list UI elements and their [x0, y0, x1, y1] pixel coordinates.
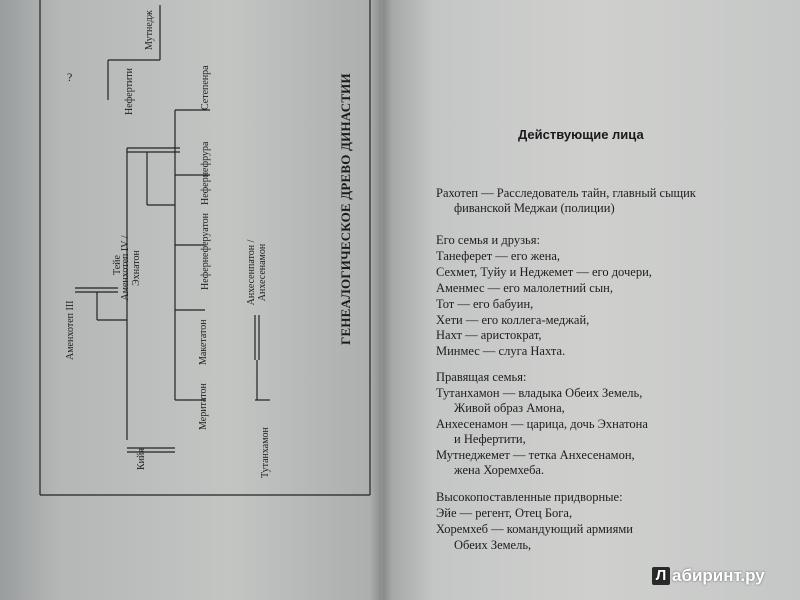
cast-line: Эйе — регент, Отец Бога, [436, 506, 573, 520]
section-label: Его семья и друзья: [436, 233, 540, 247]
right-page [383, 0, 800, 600]
cast-line: и Нефертити, [454, 432, 526, 446]
tree-label-setepenre: Сетепенра [200, 65, 211, 110]
tree-label-ankhesenamun: Анхесенпатон / Анхесенамон [246, 239, 268, 306]
tree-label-unknown: ? [67, 70, 73, 84]
tree-label-amenhotep3: Аменхотеп III [65, 300, 76, 360]
cast-line: Живой образ Амона, [454, 401, 565, 415]
tree-label-mutnedjmet: Мутнедж [144, 10, 155, 50]
tree-label-akhenaten: Аменхотеп IV / Эхнатон [120, 235, 142, 301]
tree-label-neferneferure: Нефернефрура [200, 141, 211, 205]
cast-line: Тот — его бабуин, [436, 297, 534, 311]
section-label: Высокопоставленные придворные: [436, 490, 623, 504]
left-page: Аменхотеп III Тейе Аменхотеп IV / Эхнато… [0, 0, 385, 600]
watermark-text: абиринт.ру [672, 566, 765, 585]
genealogy-title: ГЕНЕАЛОГИЧЕСКОЕ ДРЕВО ДИНАСТИИ [338, 73, 353, 345]
cast-line: Минмес — слуга Нахта. [436, 344, 566, 358]
genealogy-tree-lines [39, 0, 371, 496]
cast-line: жена Хоремхеба. [454, 463, 545, 477]
cast-line: фиванской Меджаи (полиции) [454, 201, 615, 215]
cast-line: Хоремхеб — командующий армиями [436, 522, 633, 536]
tree-label-neferneferuaten: Нефернеферуатон [200, 212, 211, 290]
cast-line: Нахт — аристократ, [436, 328, 542, 342]
tree-label-kiya: Кийя [136, 448, 147, 470]
cast-line: Аменмес — его малолетний сын, [436, 281, 613, 295]
book-gutter [370, 0, 392, 600]
cast-line: Обеих Земель, [454, 538, 532, 552]
cast-line: Рахотеп — Расследователь тайн, главный с… [436, 186, 696, 200]
cast-line: Тутанхамон — владыка Обеих Земель, [436, 386, 643, 400]
cast-line: Танеферет — его жена, [436, 249, 561, 263]
cast-line: Мутнеджемет — тетка Анхесенамон, [436, 448, 635, 462]
cast-heading: Действующие лица [518, 127, 644, 142]
labirint-watermark: Л абиринт.ру [652, 566, 765, 586]
tree-label-meritaten: Меритатон [198, 383, 209, 430]
cast-line: Хети — его коллега-меджай, [436, 313, 590, 327]
tree-label-maketaten: Макетатон [198, 319, 209, 365]
labirint-logo-icon: Л [652, 567, 670, 585]
tree-label-tutankhamun: Тутанхамон [260, 427, 271, 478]
tree-label-nefertiti: Нефертити [124, 67, 135, 115]
cast-line: Сехмет, Туйу и Неджемет — его дочери, [436, 265, 652, 279]
section-label: Правящая семья: [436, 370, 527, 384]
cast-line: Анхесенамон — царица, дочь Эхнатона [436, 417, 648, 431]
